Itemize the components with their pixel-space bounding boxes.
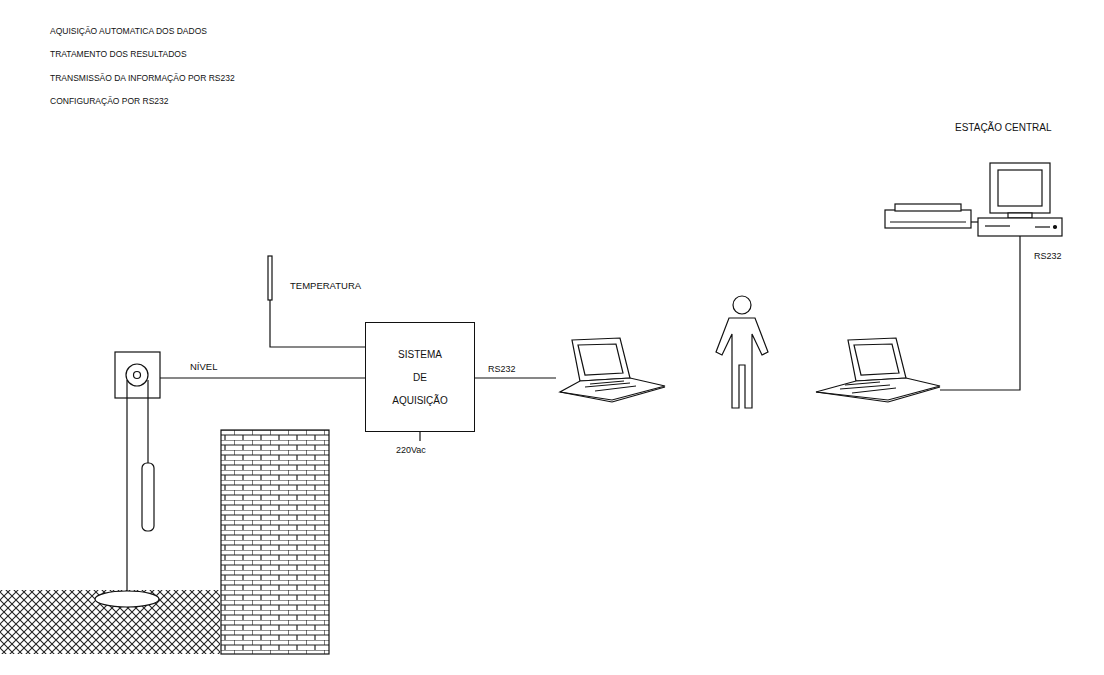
power-label: 220Vac bbox=[396, 446, 426, 456]
signal-label: RS232 bbox=[1034, 252, 1062, 262]
station-label: ESTAÇÃO CENTRAL bbox=[955, 122, 1052, 133]
ground-hatch bbox=[0, 590, 220, 654]
float bbox=[95, 591, 159, 607]
temperature-wire bbox=[270, 300, 365, 347]
feature-note: TRATAMENTO DOS RESULTADOS bbox=[50, 50, 187, 59]
counterweight bbox=[142, 463, 154, 531]
person bbox=[716, 296, 768, 408]
process-box: SISTEMA DE AQUISIÇÃO bbox=[365, 322, 475, 432]
pulley-housing bbox=[115, 352, 160, 398]
feature-note: AQUISIÇÃO AUTOMATICA DOS DADOS bbox=[50, 27, 207, 36]
laptop bbox=[560, 338, 665, 402]
pulley-axle bbox=[134, 372, 141, 379]
weight-wire bbox=[147, 380, 148, 463]
brick-wall bbox=[221, 430, 329, 654]
rs232-wire bbox=[940, 236, 1020, 390]
feature-note: TRANSMISSÃO DA INFORMAÇÃO POR RS232 bbox=[50, 74, 235, 83]
sensor-label: NÍVEL bbox=[190, 362, 217, 372]
temperature-probe bbox=[268, 256, 272, 300]
feature-note: CONFIGURAÇÃO POR RS232 bbox=[50, 97, 169, 106]
computer bbox=[978, 163, 1062, 236]
sensor-label: TEMPERATURA bbox=[290, 281, 361, 291]
float-wire bbox=[126, 380, 127, 592]
level-wire bbox=[160, 377, 365, 378]
laptop bbox=[816, 338, 940, 402]
node-text: SISTEMA DE AQUISIÇÃO bbox=[392, 343, 448, 412]
pulley bbox=[126, 364, 148, 386]
rs232-wire bbox=[475, 377, 556, 378]
printer bbox=[885, 204, 971, 228]
printer-cable bbox=[971, 221, 978, 222]
power-wire bbox=[419, 432, 420, 441]
signal-label: RS232 bbox=[488, 365, 516, 375]
